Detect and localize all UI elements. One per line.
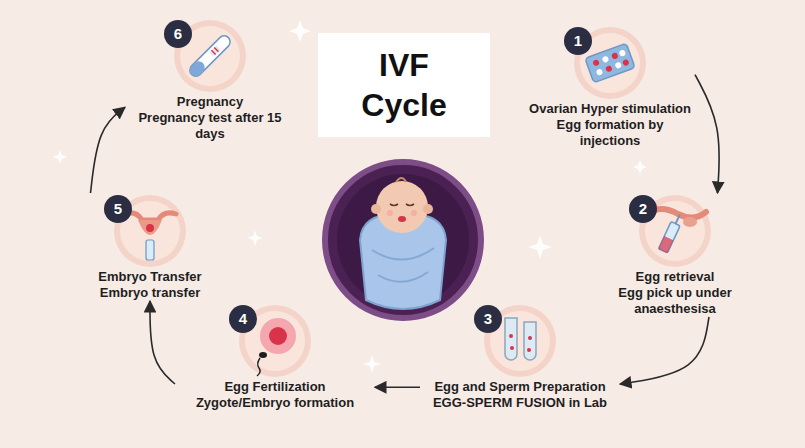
baby-illustration-part <box>398 216 406 222</box>
cycle-arrow <box>620 317 709 384</box>
baby-illustration-part <box>325 162 481 318</box>
callout-badges-part <box>474 305 502 333</box>
baby-illustration-part <box>378 272 428 282</box>
baby-illustration-part <box>387 210 393 216</box>
step-icon-uterus-part <box>146 240 154 260</box>
callout-badges-part <box>104 195 132 223</box>
step-label: EGG-SPERM FUSION in Lab <box>420 395 620 411</box>
step-icon-pills-part-part <box>622 59 630 67</box>
step-icon-pregnancy-test-part-part <box>187 33 232 78</box>
cycle-arrow <box>375 386 420 388</box>
cycle-arrow <box>91 107 126 193</box>
step-label: Ovarian Hyper stimulation <box>525 101 695 117</box>
baby-illustration-part <box>371 204 381 214</box>
step-icon-pills-part-part <box>605 65 613 73</box>
baby-illustration-part <box>423 204 433 214</box>
step-icon-test-tubes-part <box>505 318 517 360</box>
step-node: Embryo TransferEmbryo transfer <box>65 193 235 301</box>
step-icon-pregnancy-test-part-part <box>211 50 215 54</box>
step-icon-pills-part-part <box>614 61 622 69</box>
sparkles-part <box>528 235 552 259</box>
step-icon-pills-part-part <box>602 55 610 63</box>
diagram-title: IVF Cycle <box>354 45 454 125</box>
step-node: Egg FertilizationZygote/Embryo formation <box>175 303 375 411</box>
step-icon-test-tubes-part <box>524 322 536 360</box>
step-icon-fertilization-part <box>257 358 260 376</box>
step-node: Ovarian Hyper stimulationEgg formation b… <box>525 25 695 149</box>
step-icon-retrieval-part-part <box>658 222 680 253</box>
step-node: PregnancyPregnancy test after 15 days <box>125 18 295 142</box>
callout-number: 3 <box>474 305 502 333</box>
step-label: Embryo transfer <box>65 285 235 301</box>
step-icon-retrieval-part <box>683 217 697 227</box>
step-label: Zygote/Embryo formation <box>175 395 375 411</box>
step-node: Egg retrievalEgg pick up under anaesthes… <box>590 193 760 317</box>
callout-badges-part <box>629 195 657 223</box>
sparkles-part <box>363 355 381 373</box>
title-box: IVF Cycle <box>318 33 490 137</box>
callout-number: 4 <box>229 305 257 333</box>
step-label: Egg Fertilization <box>175 379 375 395</box>
step-label: Egg and Sperm Preparation <box>420 379 620 395</box>
step-icon-retrieval-part-part <box>658 236 673 253</box>
step-node: Egg and Sperm PreparationEGG-SPERM FUSIO… <box>420 303 620 411</box>
step-icon-pregnancy-test-part-part <box>214 48 218 52</box>
callout-number: 6 <box>164 20 192 48</box>
baby-illustration-part <box>376 181 428 233</box>
step-label: Pregnancy test after 15 days <box>125 110 295 142</box>
step-icon-uterus-part <box>138 220 162 235</box>
cycle-arrow <box>695 75 719 193</box>
sparkles-part <box>633 160 647 174</box>
callout-number: 1 <box>564 27 592 55</box>
step-icon-pills-part-part <box>619 49 627 57</box>
step-icon-pregnancy-test-part-part <box>187 59 207 79</box>
sparkles-part <box>289 20 311 42</box>
callout-number: 5 <box>104 195 132 223</box>
step-icon-uterus-part <box>146 224 154 232</box>
step-icon-fertilization-part <box>269 327 287 345</box>
step-icon-fertilization-part <box>259 352 267 358</box>
callout-badges-part <box>564 27 592 55</box>
step-icon-test-tubes-part <box>527 348 531 352</box>
step-icon-pills-part-part <box>592 59 600 67</box>
cycle-arrow <box>150 301 175 384</box>
sparkles-part <box>53 150 67 164</box>
baby-illustration <box>325 162 481 318</box>
step-icon-uterus-part <box>124 213 176 220</box>
sparkles <box>53 20 647 373</box>
step-label: Egg pick up under anaesthesisa <box>590 285 760 317</box>
title-panel <box>318 33 490 137</box>
step-icon-fertilization-part <box>260 318 296 354</box>
baby-illustration-part <box>390 204 414 206</box>
step-label: Egg retrieval <box>590 269 760 285</box>
step-label: Pregnancy <box>125 94 295 110</box>
callout-number: 2 <box>629 195 657 223</box>
step-icon-pills-part-part <box>585 43 635 82</box>
baby-illustration-part <box>372 248 434 260</box>
step-icon-test-tubes-part <box>528 336 532 340</box>
step-label: Egg formation by injections <box>525 117 695 149</box>
baby-illustration-part <box>396 178 406 182</box>
step-icon-retrieval-part <box>658 213 684 253</box>
step-icon-test-tubes-part <box>510 346 514 350</box>
step-icon-pills-part-part <box>596 68 604 76</box>
step-icon-pregnancy-test-part-part <box>209 45 220 56</box>
step-icon-test-tubes-part <box>509 334 513 338</box>
step-icon-retrieval-part-part <box>676 215 680 224</box>
sparkles-part <box>247 230 263 246</box>
step-icon-pills-part-part <box>611 52 619 60</box>
step-icon-pills-part <box>585 43 635 82</box>
callout-badges-part <box>164 20 192 48</box>
callout-badges-part <box>229 305 257 333</box>
step-label: Embryo Transfer <box>65 269 235 285</box>
step-icon-pregnancy-test-part <box>187 33 232 78</box>
baby-illustration-part <box>411 210 417 216</box>
